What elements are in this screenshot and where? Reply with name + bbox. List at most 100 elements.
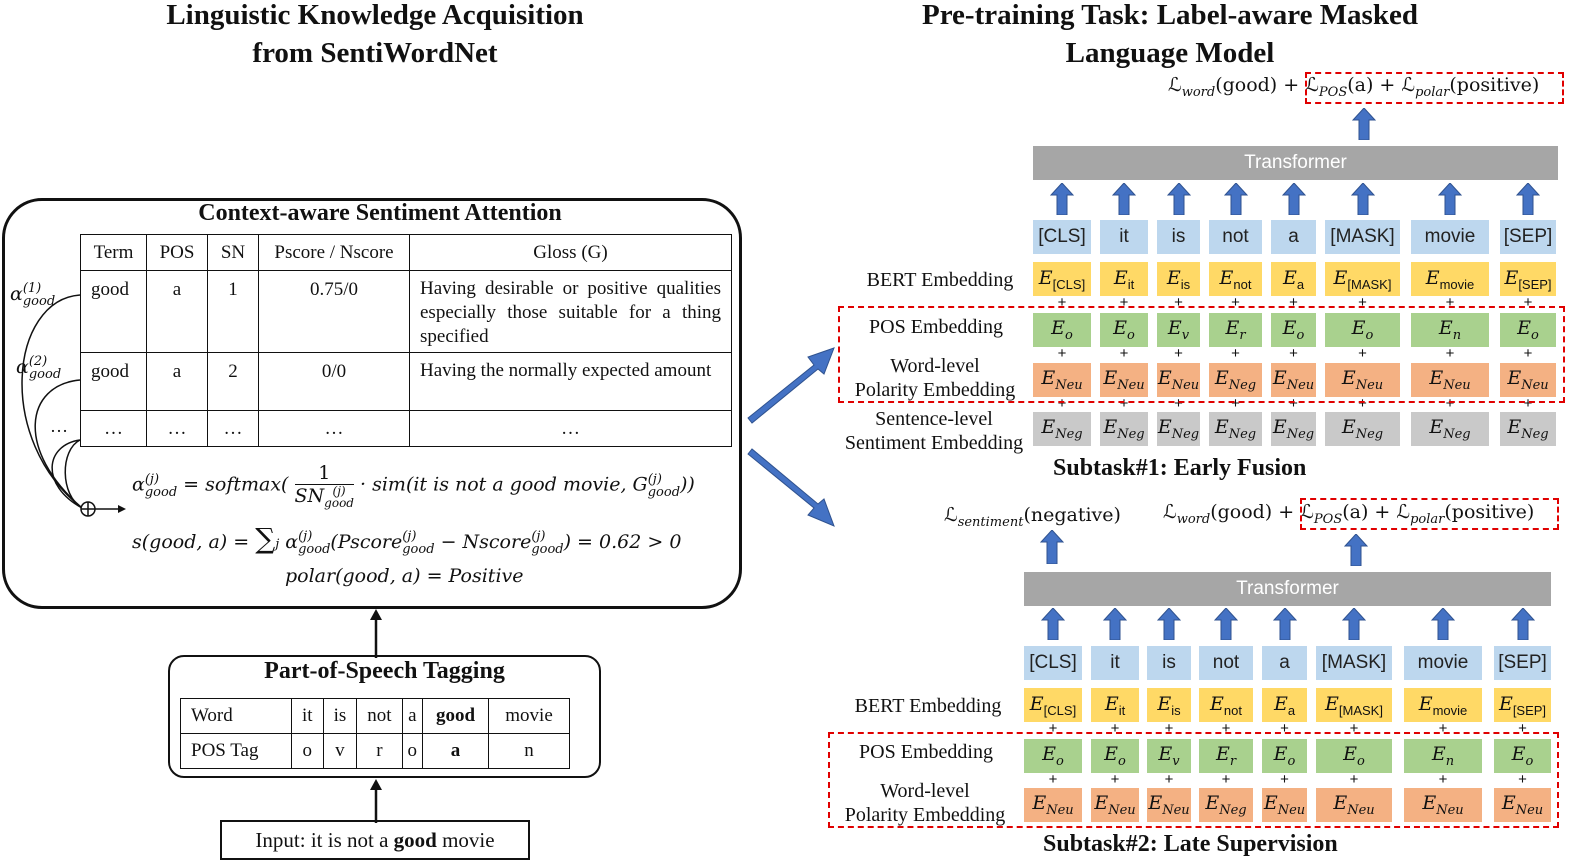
up-arrow-icon bbox=[1214, 608, 1238, 640]
transformer-1: Transformer bbox=[1033, 146, 1558, 180]
sentiwordnet-table: Term POS SN Pscore / Nscore Gloss (G) go… bbox=[80, 234, 732, 447]
plus-sign: + bbox=[1438, 720, 1448, 737]
token-box: [MASK] bbox=[1325, 220, 1400, 254]
formula-attention: α(j)good = softmax( 1 SN(j)good · sim(it… bbox=[132, 462, 695, 510]
pos-word: good bbox=[422, 698, 490, 734]
embedding-symbol: Eo bbox=[1511, 743, 1534, 769]
subtask1-caption: Subtask#1: Early Fusion bbox=[1053, 455, 1307, 481]
pos-tag: o bbox=[401, 733, 424, 769]
embedding-symbol: ENeu bbox=[1148, 792, 1190, 818]
embedding-symbol: En bbox=[1438, 317, 1462, 343]
diagonal-arrows bbox=[747, 347, 835, 527]
embedding-symbol: Ev bbox=[1167, 317, 1190, 343]
pos-tagging-box bbox=[168, 655, 601, 778]
label-polarity-line2: Polarity Embedding bbox=[844, 804, 1006, 826]
embedding-symbol: ENeu bbox=[1272, 367, 1315, 393]
pos-tag: o bbox=[291, 733, 324, 769]
polarity-embedding-box: ENeu bbox=[1157, 363, 1200, 397]
pos-word: not bbox=[356, 698, 403, 734]
pos-tag: a bbox=[422, 733, 490, 769]
bert-embedding-box: Enot bbox=[1199, 688, 1253, 722]
embedding-symbol: E[MASK] bbox=[1333, 266, 1392, 292]
token-box: a bbox=[1271, 220, 1316, 254]
table-header-cell: Pscore / Nscore bbox=[258, 234, 410, 271]
embedding-symbol: Eo bbox=[1104, 743, 1126, 769]
embedding-symbol: E[SEP] bbox=[1498, 692, 1547, 718]
polarity-embedding-box: ENeu bbox=[1316, 788, 1392, 822]
table-cell: 0.75/0 bbox=[258, 270, 410, 353]
pos-word: movie bbox=[488, 698, 571, 734]
plus-sign: + bbox=[1438, 771, 1448, 788]
embedding-symbol: ENeg bbox=[1157, 416, 1200, 442]
token-box: it bbox=[1100, 220, 1148, 254]
table-cell: Having desirable or positive qualities e… bbox=[409, 270, 732, 353]
pos-tagging-title: Part-of-Speech Tagging bbox=[264, 658, 505, 684]
token-box: not bbox=[1209, 220, 1262, 254]
embedding-symbol: Ea bbox=[1282, 266, 1305, 292]
label-polarity-1: Word-level Polarity Embedding bbox=[840, 354, 1030, 402]
embedding-symbol: ENeu bbox=[1041, 367, 1083, 393]
arrow-input-to-pos bbox=[370, 779, 382, 823]
sentence-embedding-box: ENeg bbox=[1033, 412, 1091, 446]
plus-sign: + bbox=[1221, 771, 1231, 788]
pos-word: is bbox=[322, 698, 358, 734]
embedding-symbol: E[CLS] bbox=[1029, 692, 1077, 718]
embedding-symbol: Eo bbox=[1517, 317, 1539, 343]
embedding-symbol: Enot bbox=[1210, 692, 1242, 718]
embedding-symbol: Eo bbox=[1042, 743, 1064, 769]
pos-embedding-box: Eo bbox=[1271, 313, 1316, 347]
plus-sign: + bbox=[1174, 345, 1183, 362]
polarity-embedding-box: ENeu bbox=[1411, 363, 1489, 397]
subtask1-loss-dashed-box bbox=[1305, 72, 1564, 104]
subtask1-embedding-dashed-box bbox=[838, 306, 1565, 403]
pos-word: it bbox=[291, 698, 324, 734]
table-cell: … bbox=[207, 410, 259, 447]
embedding-symbol: ENeg bbox=[1214, 367, 1257, 393]
plus-sign: + bbox=[1231, 294, 1240, 311]
label-sentence-1: Sentence-level Sentiment Embedding bbox=[834, 407, 1034, 455]
up-arrow-icon bbox=[1223, 183, 1248, 215]
pos-word-label: Word bbox=[180, 698, 292, 734]
plus-sign: + bbox=[1349, 720, 1359, 737]
polarity-embedding-box: ENeu bbox=[1271, 363, 1316, 397]
table-cell: 1 bbox=[207, 270, 259, 353]
input-suffix: movie bbox=[442, 827, 495, 852]
csa-box bbox=[2, 198, 742, 609]
pos-tag: r bbox=[356, 733, 403, 769]
table-cell: 0/0 bbox=[258, 352, 410, 411]
alpha-1-label: α(1)good bbox=[10, 281, 56, 309]
plus-sign: + bbox=[1445, 345, 1455, 362]
plus-sign: + bbox=[1523, 294, 1533, 311]
label-polarity-line1: Word-level bbox=[890, 355, 980, 377]
subtask2-caption: Subtask#2: Late Supervision bbox=[1043, 831, 1338, 857]
up-arrow-icon bbox=[1431, 608, 1455, 640]
plus-sign: + bbox=[1119, 395, 1129, 412]
loss-pos-sub: POS bbox=[1318, 84, 1348, 100]
loss-polar-sub: polar bbox=[1415, 84, 1450, 100]
arrow-pos-to-csa bbox=[370, 609, 382, 658]
plus-sign: + bbox=[1164, 771, 1174, 788]
table-cell: Having the normally expected amount bbox=[409, 352, 732, 411]
up-arrow-icon bbox=[1344, 534, 1368, 566]
sentence-embedding-box: ENeg bbox=[1325, 412, 1400, 446]
bert-embedding-box: Eis bbox=[1157, 262, 1200, 296]
plus-sign: + bbox=[1231, 395, 1240, 412]
polarity-embedding-box: ENeu bbox=[1500, 363, 1556, 397]
up-arrow-icon bbox=[1157, 608, 1181, 640]
embedding-symbol: ENeu bbox=[1263, 792, 1306, 818]
token-box: [CLS] bbox=[1024, 646, 1082, 680]
label-polarity-line2: Polarity Embedding bbox=[854, 379, 1016, 401]
plus-sign: + bbox=[1110, 720, 1120, 737]
embedding-symbol: ENeg bbox=[1429, 416, 1471, 442]
label-bert-2: BERT Embedding bbox=[854, 695, 1002, 717]
token-box: a bbox=[1262, 646, 1307, 680]
plus-sign: + bbox=[1231, 345, 1240, 362]
token-box: [MASK] bbox=[1316, 646, 1392, 680]
token-box: [CLS] bbox=[1033, 220, 1091, 254]
embedding-symbol: ENeg bbox=[1103, 416, 1145, 442]
token-box: movie bbox=[1404, 646, 1482, 680]
up-arrow-icon bbox=[1516, 183, 1540, 215]
table-cell: … bbox=[409, 410, 732, 447]
embedding-symbol: Eis bbox=[1157, 692, 1181, 718]
loss-pos-arg: (a) + bbox=[1347, 74, 1396, 96]
